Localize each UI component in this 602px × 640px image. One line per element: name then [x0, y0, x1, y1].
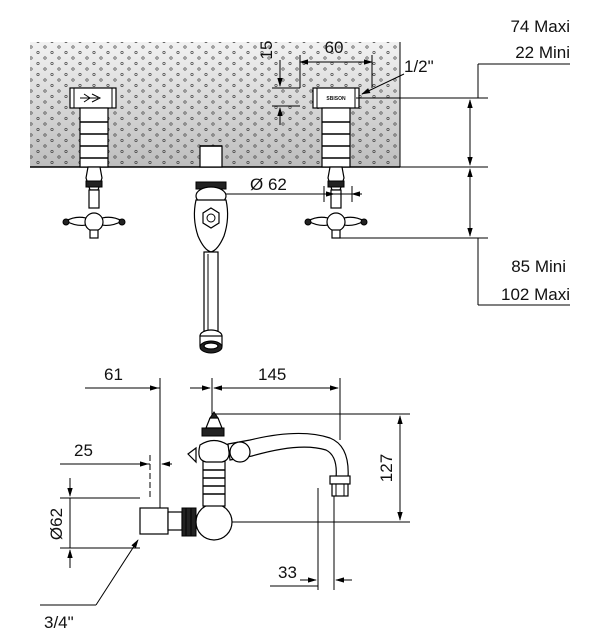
dim-127: 127	[214, 413, 410, 523]
dim-diameter-62-side-label: Ø62	[47, 508, 66, 540]
center-spout	[193, 181, 229, 354]
dim-thread-three-quarter-label: 3/4"	[44, 613, 74, 632]
dim-60-label: 60	[325, 38, 344, 57]
dim-15: 15	[257, 41, 300, 125]
label-74-maxi: 74 Maxi	[510, 17, 570, 36]
label-85-mini: 85 Mini	[511, 257, 566, 276]
label-102-maxi: 102 Maxi	[501, 285, 570, 304]
dim-61-145: 61 145	[85, 365, 341, 440]
dim-diameter-62-side: Ø62	[47, 478, 140, 568]
dim-diameter-62-label: Ø 62	[250, 175, 287, 194]
label-22-mini: 22 Mini	[515, 43, 570, 62]
dim-25: 25	[60, 441, 172, 500]
dim-33: 33	[270, 488, 352, 590]
dim-127-label: 127	[377, 454, 396, 482]
dim-thread-half-label: 1/2"	[404, 57, 434, 76]
dim-61-label: 61	[104, 365, 123, 384]
side-view: 61 145 25 127 Ø62	[40, 365, 410, 632]
top-view: SBISON	[30, 17, 570, 354]
right-valve-body: SBISON	[312, 87, 360, 168]
dim-145-label: 145	[258, 365, 286, 384]
left-cross-handle	[62, 166, 126, 239]
dim-thread-half-inch: 1/2"	[361, 57, 434, 95]
right-cross-handle	[304, 166, 368, 239]
dim-diameter-62-top: Ø 62	[226, 175, 362, 202]
left-valve-body	[69, 87, 117, 168]
dim-right-vertical: 74 Maxi 22 Mini 85 Mini 102 Maxi	[340, 17, 570, 306]
dim-15-label: 15	[257, 41, 276, 60]
dim-33-label: 33	[278, 563, 297, 582]
valve-logo: SBISON	[326, 96, 346, 102]
dim-60: 60	[299, 38, 373, 88]
tap-side-profile	[139, 411, 351, 541]
center-stub	[199, 145, 223, 168]
dim-thread-three-quarter: 3/4"	[40, 539, 139, 632]
dim-25-label: 25	[74, 441, 93, 460]
